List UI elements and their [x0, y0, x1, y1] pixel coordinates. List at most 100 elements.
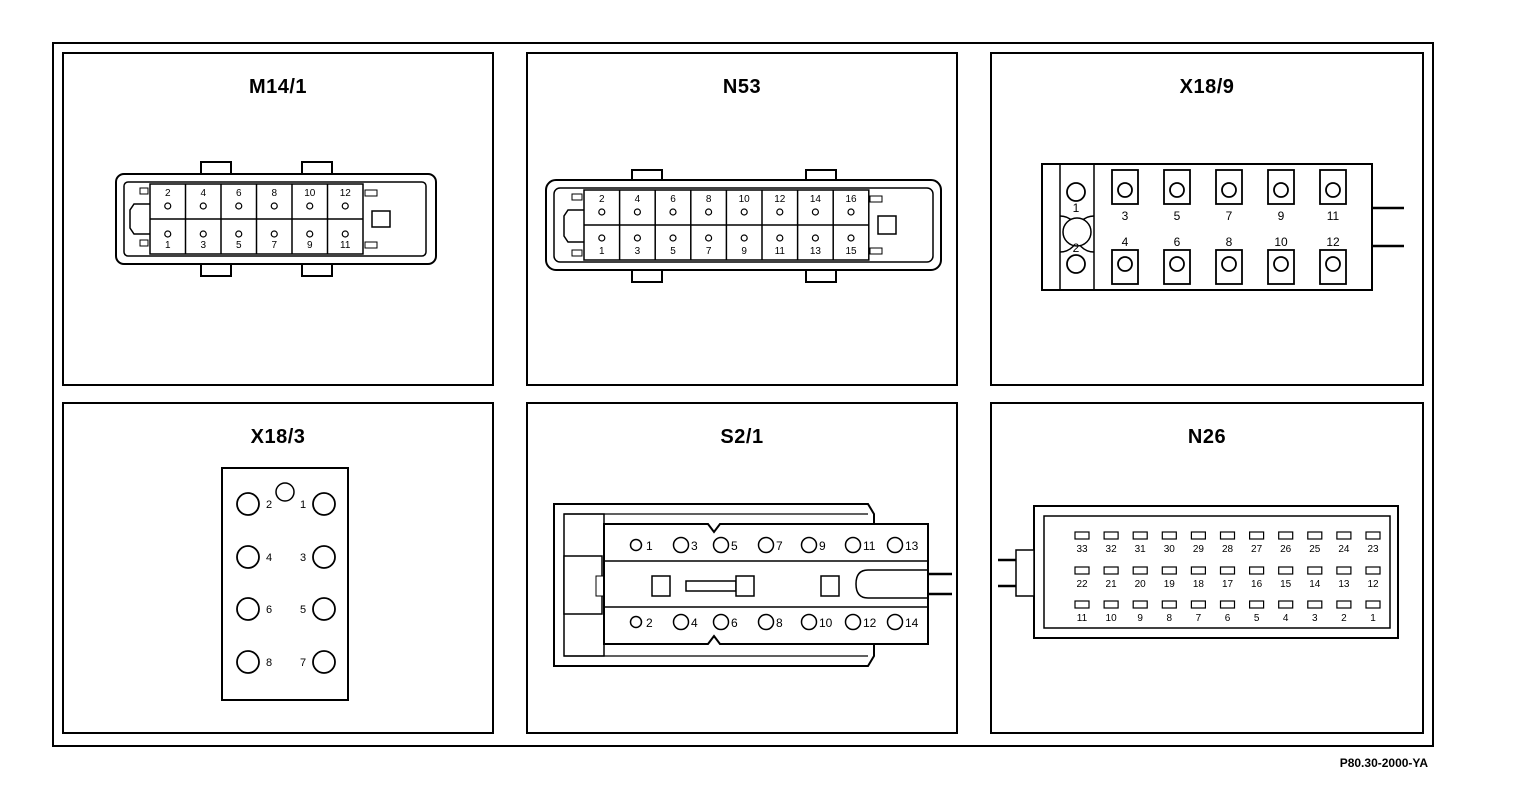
- pin-contact: [1190, 531, 1206, 540]
- pin-label: 29: [1193, 544, 1205, 555]
- pin-contact: [1074, 566, 1090, 575]
- pin-label: 7: [1196, 613, 1202, 624]
- pin-label: 1: [300, 499, 306, 511]
- side-tab: [1015, 549, 1035, 597]
- side-slot: [595, 575, 605, 597]
- panel-title: X18/9: [1179, 76, 1235, 98]
- pin-contact: [672, 536, 690, 554]
- pin-label: 16: [845, 194, 857, 205]
- latch-tab: [301, 161, 333, 175]
- side-mark: [571, 193, 583, 201]
- latch-hook: [129, 203, 150, 235]
- pin-contact: [199, 230, 207, 238]
- pin-label: 23: [1367, 544, 1379, 555]
- pin-label: 4: [635, 194, 641, 205]
- locating-hole: [275, 482, 295, 502]
- pin-contact: [1161, 600, 1177, 609]
- key-tab: [371, 210, 391, 228]
- pin-label: 11: [775, 246, 786, 257]
- pin-label: 33: [1076, 544, 1088, 555]
- pin-contact: [1117, 182, 1133, 198]
- pin-label: 3: [635, 246, 641, 257]
- pin-contact: [1190, 600, 1206, 609]
- pin-contact: [705, 234, 713, 242]
- center-boss: [1062, 217, 1092, 247]
- pin-contact: [312, 545, 336, 569]
- latch-hook: [563, 209, 584, 243]
- pin-label: 2: [1341, 613, 1347, 624]
- pin-label: 9: [1137, 613, 1143, 624]
- pin-label: 4: [200, 188, 206, 199]
- pin-label: 6: [731, 616, 738, 630]
- pin-contact: [712, 613, 730, 631]
- panel-title: N26: [1187, 426, 1227, 448]
- pin-socket: [1163, 249, 1191, 285]
- pin-contact: [1161, 531, 1177, 540]
- side-mark: [139, 239, 149, 247]
- pin-label: 20: [1135, 579, 1147, 590]
- pin-label: 5: [1174, 209, 1181, 223]
- plunger-rail: [855, 569, 928, 599]
- pin-contact: [844, 613, 862, 631]
- pin-contact: [1336, 566, 1352, 575]
- pin-contact: [1249, 531, 1265, 540]
- pin-label: 19: [1164, 579, 1176, 590]
- pin-label: 9: [307, 240, 313, 251]
- pin-contact: [1117, 256, 1133, 272]
- pin-label: 9: [819, 539, 826, 553]
- pin-label: 8: [266, 657, 272, 669]
- pin-label: 10: [819, 616, 833, 630]
- pin-label: 11: [340, 240, 351, 251]
- panel-title: S2/1: [720, 426, 764, 448]
- pin-label: 3: [200, 240, 206, 251]
- pin-contact: [800, 536, 818, 554]
- pin-contact: [629, 538, 643, 552]
- pin-label: 4: [691, 616, 698, 630]
- pin-contact: [847, 208, 855, 216]
- pin-contact: [629, 615, 643, 629]
- pin-contact: [1132, 531, 1148, 540]
- pin-contact: [1074, 531, 1090, 540]
- pin-label: 5: [300, 604, 306, 616]
- connector-inner: [1043, 515, 1391, 629]
- pin-label: 7: [300, 657, 306, 669]
- pin-label: 8: [271, 188, 277, 199]
- pin-label: 28: [1222, 544, 1234, 555]
- pin-contact: [800, 613, 818, 631]
- pin-label: 2: [599, 194, 605, 205]
- pin-contact: [886, 536, 904, 554]
- pin-contact: [164, 202, 172, 210]
- pin-label: 10: [304, 188, 316, 199]
- pin-label: 7: [1226, 209, 1233, 223]
- pin-label: 11: [1327, 209, 1340, 223]
- pin-label: 16: [1251, 579, 1263, 590]
- pin-label: 2: [1073, 241, 1080, 255]
- pin-contact: [1273, 256, 1289, 272]
- pin-contact: [1221, 182, 1237, 198]
- side-mark: [869, 247, 883, 255]
- pin-contact: [705, 208, 713, 216]
- pin-contact: [236, 545, 260, 569]
- side-mark: [139, 187, 149, 195]
- side-mark: [571, 249, 583, 257]
- pin-contact: [633, 208, 642, 216]
- pin-label: 3: [1122, 209, 1129, 223]
- pin-contact: [669, 208, 677, 216]
- pin-contact: [757, 613, 775, 631]
- pin-label: 4: [266, 552, 272, 564]
- pin-contact: [886, 613, 904, 631]
- pin-contact: [1221, 256, 1237, 272]
- pin-label: 31: [1135, 544, 1147, 555]
- pin-contact: [1325, 256, 1341, 272]
- pin-label: 15: [845, 246, 857, 257]
- actuator-block: [735, 575, 755, 597]
- pin-contact: [235, 230, 243, 238]
- pin-label: 8: [1167, 613, 1173, 624]
